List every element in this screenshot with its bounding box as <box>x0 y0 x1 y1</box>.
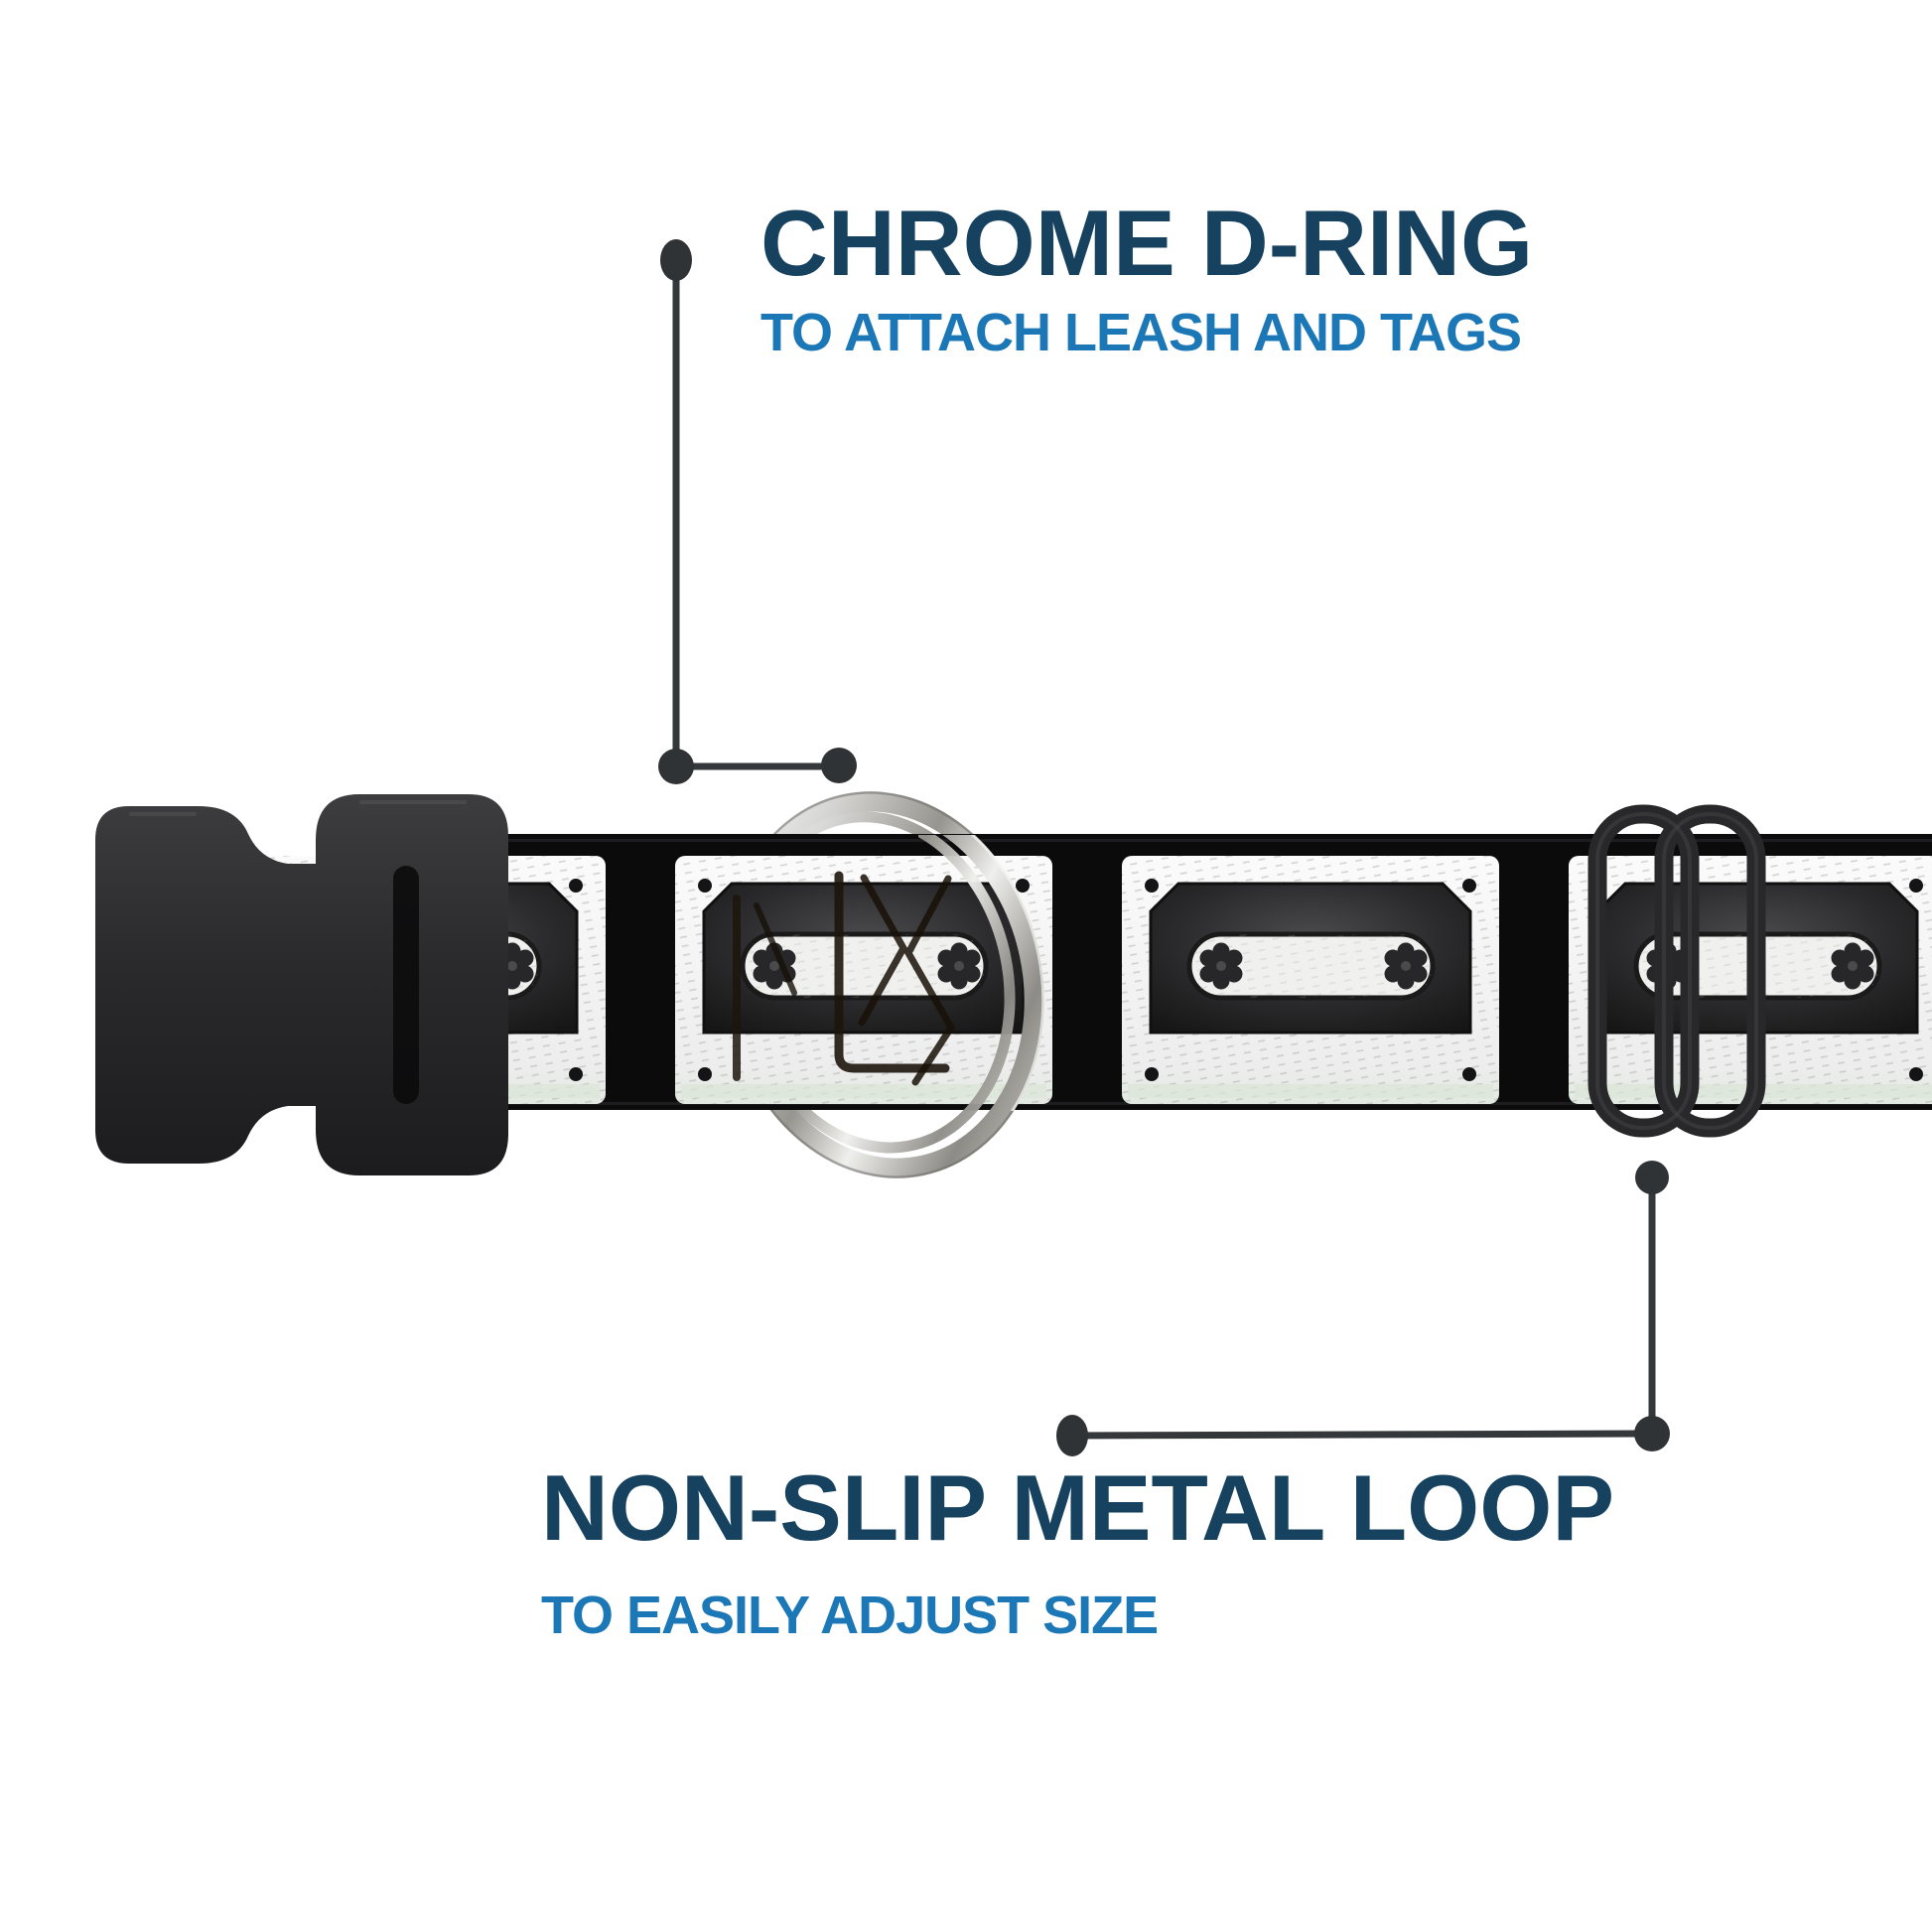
cassette-sketch-doodles <box>733 871 956 1086</box>
loop-callout-title: NON-SLIP METAL LOOP <box>541 1455 1615 1560</box>
loop-callout-dot-end <box>1056 1415 1088 1456</box>
loop-callout-connector <box>1056 1161 1670 1456</box>
loop-callout-dot-pointer <box>1635 1161 1669 1194</box>
d-ring-front <box>918 835 1045 1111</box>
dring-callout-connector <box>658 239 857 784</box>
buckle-highlight <box>129 800 467 816</box>
strap-top-stitch <box>496 839 1932 842</box>
dring-callout-dot-corner <box>658 749 694 784</box>
loop-callout-subtitle: TO EASILY ADJUST SIZE <box>541 1586 1159 1645</box>
dring-callout-subtitle: TO ATTACH LEASH AND TAGS <box>760 303 1522 362</box>
dring-callout-dot-pointer <box>821 748 857 783</box>
loop-callout-dot-corner <box>1634 1416 1670 1451</box>
dring-callout-title: CHROME D-RING <box>760 191 1534 295</box>
slider-loop <box>1587 804 1766 1138</box>
dring-callout-dot-top <box>660 239 692 281</box>
buckle <box>95 794 508 1175</box>
buckle-strap-slot <box>393 866 419 1104</box>
